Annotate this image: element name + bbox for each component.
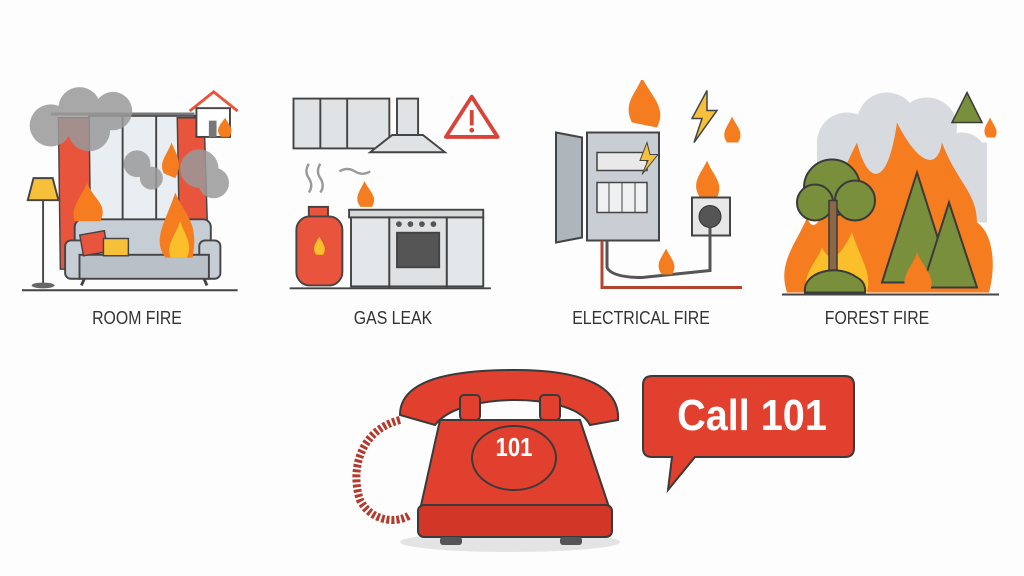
electrical-fire-icon: [555, 80, 742, 289]
call-text: Call 101: [677, 391, 827, 440]
telephone-icon: [352, 368, 620, 552]
red-telephone: 101: [340, 360, 640, 560]
electrical-fire-illustration: [542, 80, 772, 305]
dial-number: 101: [495, 432, 533, 462]
caption-forest-fire: FOREST FIRE: [824, 308, 930, 328]
gas-leak-illustration: [282, 80, 512, 305]
call-speech-bubble: Call 101: [640, 370, 860, 500]
speech-bubble-icon: [642, 375, 855, 494]
room-fire-illustration: [22, 80, 252, 305]
forest-fire-illustration: [777, 80, 1007, 305]
forest-fire-icon: [782, 90, 999, 296]
gas-leak-icon: [289, 94, 500, 290]
caption-electrical-fire: ELECTRICAL FIRE: [572, 308, 710, 328]
room-fire-icon: [22, 87, 239, 292]
caption-gas-leak: GAS LEAK: [353, 308, 433, 328]
caption-room-fire: ROOM FIRE: [92, 308, 182, 328]
